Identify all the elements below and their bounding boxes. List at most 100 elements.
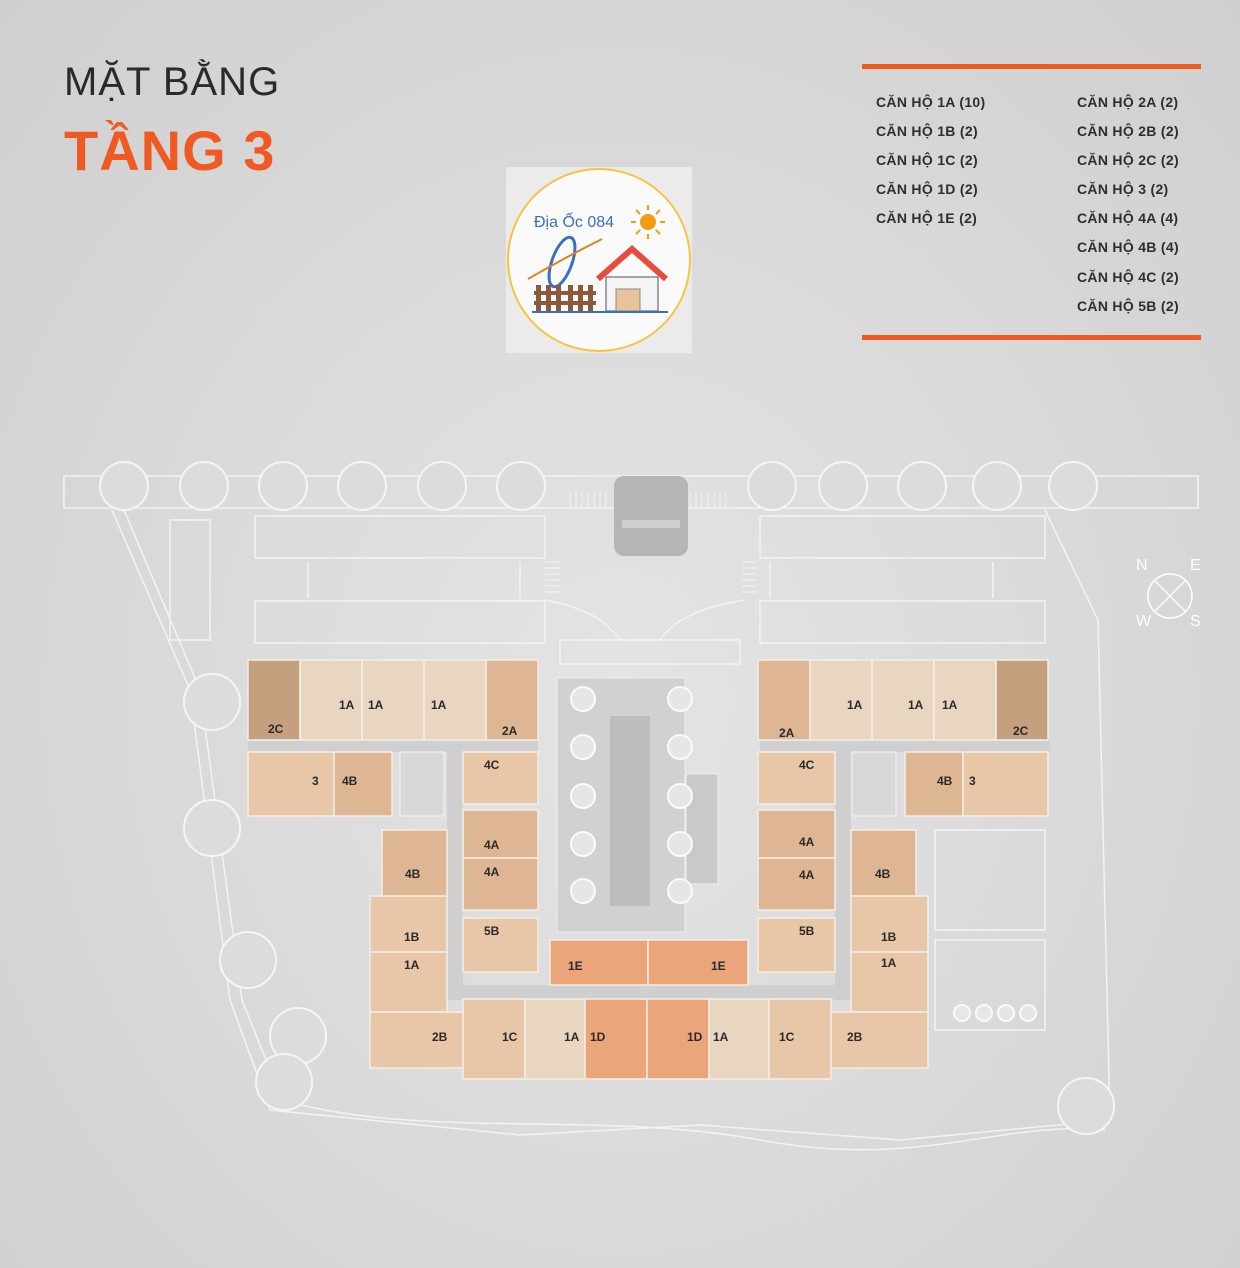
unit-label: 1E: [568, 959, 583, 973]
entrance-gate: [614, 476, 688, 556]
unit-label: 1B: [881, 930, 897, 944]
unit-label: 2A: [502, 724, 518, 738]
unit-label: 1A: [847, 698, 863, 712]
unit-4c-left[interactable]: [462, 751, 539, 805]
compass-west: W: [1136, 613, 1152, 630]
legend-item: CĂN HỘ 4B (4): [1077, 239, 1179, 256]
unit-4b[interactable]: [904, 751, 964, 817]
unit-label: 1A: [942, 698, 958, 712]
unit-1e-left[interactable]: [549, 939, 649, 986]
unit-label: 1E: [711, 959, 726, 973]
parking-stripes: [545, 492, 757, 593]
legend-item: CĂN HỘ 1A (10): [876, 94, 986, 110]
unit-1c-right[interactable]: [768, 998, 832, 1080]
unit-2b-right[interactable]: [830, 1011, 929, 1069]
page-title-line2: TẦNG 3: [64, 119, 276, 182]
legend-item: CĂN HỘ 1B (2): [876, 123, 978, 140]
legend-item: CĂN HỘ 1E (2): [876, 210, 978, 227]
unit-label: 4B: [937, 774, 953, 788]
unit-label: 1A: [431, 698, 447, 712]
unit-1a[interactable]: [361, 659, 425, 741]
corridors: [248, 740, 1050, 1000]
unit-label: 4C: [484, 758, 500, 772]
legend-top-rule: [862, 64, 1201, 69]
legend-column-right: CĂN HỘ 2A (2) CĂN HỘ 2B (2) CĂN HỘ 2C (2…: [1077, 92, 1179, 325]
unit-1a[interactable]: [871, 659, 935, 741]
unit-4a[interactable]: [757, 857, 836, 911]
compass-south: S: [1190, 613, 1201, 630]
unit-label: 4A: [799, 835, 815, 849]
unit-2a-left[interactable]: [485, 659, 539, 741]
pool: [610, 716, 650, 906]
legend-item: CĂN HỘ 4A (4): [1077, 210, 1179, 227]
unit-4b[interactable]: [381, 829, 448, 897]
legend-item: CĂN HỘ 2C (2): [1077, 152, 1179, 169]
unit-label: 4A: [799, 868, 815, 882]
unit-label: 4A: [484, 838, 500, 852]
unit-1e-right[interactable]: [647, 939, 749, 986]
compass-east: E: [1190, 557, 1201, 574]
unit-3-left[interactable]: [247, 751, 335, 817]
unit-label: 1D: [687, 1030, 703, 1044]
unit-1a[interactable]: [299, 659, 363, 741]
unit-label: 1B: [404, 930, 420, 944]
legend-bottom-rule: [862, 335, 1201, 340]
unit-1a[interactable]: [850, 951, 929, 1013]
unit-5b-left[interactable]: [462, 917, 539, 973]
unit-1a[interactable]: [369, 951, 448, 1013]
unit-label: 3: [312, 774, 319, 788]
unit-5b-right[interactable]: [757, 917, 836, 973]
stair-core-left: [399, 751, 445, 817]
unit-label: 1C: [779, 1030, 795, 1044]
unit-1d-right[interactable]: [646, 998, 710, 1080]
unit-1b-right[interactable]: [850, 895, 929, 953]
unit-4c-right[interactable]: [757, 751, 836, 805]
unit-label: 2B: [432, 1030, 448, 1044]
stair-core-right: [851, 751, 897, 817]
unit-label: 4B: [405, 867, 421, 881]
unit-label: 2C: [1013, 724, 1029, 738]
unit-2a-right[interactable]: [757, 659, 811, 741]
unit-1a[interactable]: [809, 659, 873, 741]
unit-label: 1A: [404, 958, 420, 972]
unit-label: 5B: [484, 924, 500, 938]
unit-label: 3: [969, 774, 976, 788]
legend-item: CĂN HỘ 2A (2): [1077, 94, 1179, 110]
legend-item: CĂN HỘ 5B (2): [1077, 297, 1179, 314]
unit-label: 4B: [875, 867, 891, 881]
unit-4a[interactable]: [462, 809, 539, 859]
house-sun-logo-icon: Địa Ốc 084: [507, 168, 691, 352]
unit-label: 4B: [342, 774, 358, 788]
unit-2c-right[interactable]: [995, 659, 1049, 741]
watermark-logo: Địa Ốc 084: [506, 167, 692, 353]
compass: N E W S: [1130, 556, 1210, 632]
unit-label: 5B: [799, 924, 815, 938]
legend-item: CĂN HỘ 3 (2): [1077, 181, 1169, 198]
unit-4b[interactable]: [333, 751, 393, 817]
unit-2c-left[interactable]: [247, 659, 301, 741]
unit-4a[interactable]: [462, 857, 539, 911]
unit-label: 1D: [590, 1030, 606, 1044]
legend-item: CĂN HỘ 4C (2): [1077, 268, 1179, 285]
unit-4a[interactable]: [757, 809, 836, 859]
unit-label: 1A: [881, 956, 897, 970]
unit-label: 2C: [268, 722, 284, 736]
unit-1a[interactable]: [933, 659, 997, 741]
page-title-line1: MẶT BẰNG: [64, 60, 281, 104]
legend-item: CĂN HỘ 1D (2): [876, 181, 978, 198]
unit-4b[interactable]: [850, 829, 917, 897]
compass-rose-icon: [1147, 573, 1193, 619]
courtyard-trees: [570, 686, 1037, 1022]
unit-label: 2A: [779, 726, 795, 740]
unit-label: 4C: [799, 758, 815, 772]
unit-label: 1A: [564, 1030, 580, 1044]
watermark-text: Địa Ốc 084: [534, 211, 614, 231]
unit-label: 1A: [339, 698, 355, 712]
unit-2b-left[interactable]: [369, 1011, 464, 1069]
unit-label: 2B: [847, 1030, 863, 1044]
unit-3-right[interactable]: [962, 751, 1049, 817]
unit-label: 1A: [713, 1030, 729, 1044]
unit-1c-left[interactable]: [462, 998, 526, 1080]
unit-1d-left[interactable]: [584, 998, 648, 1080]
